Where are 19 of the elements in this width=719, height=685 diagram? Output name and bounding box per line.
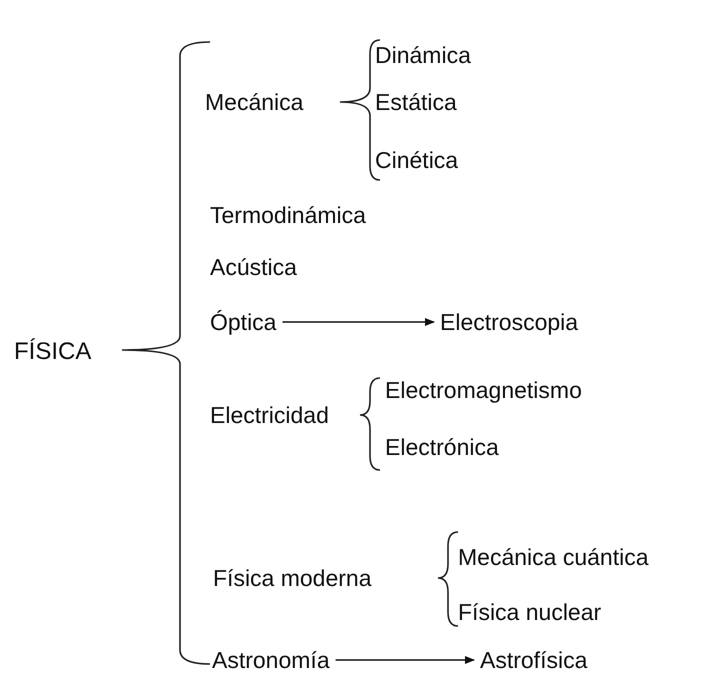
- arrow: [336, 656, 475, 664]
- topic-text: Astronomía: [212, 646, 330, 674]
- topic-text: Física nuclear: [458, 598, 602, 626]
- topic-text: Electricidad: [210, 402, 329, 428]
- topic-text: Termodinámica: [210, 202, 366, 228]
- topic-text: Electromagnetismo: [385, 376, 582, 404]
- arrow: [282, 318, 435, 326]
- topic-text: Mecánica: [205, 88, 304, 116]
- root-topic: FÍSICA: [14, 338, 92, 366]
- topic-text: Física moderna: [213, 564, 372, 592]
- topic-text: Electroscopia: [440, 308, 578, 336]
- topic-text: Acústica: [210, 254, 297, 280]
- topic-text: Electrónica: [385, 434, 499, 460]
- topic-text: Cinética: [375, 146, 458, 174]
- topic-text: Dinámica: [375, 42, 471, 68]
- topic-text: Estática: [375, 88, 457, 116]
- topic-text: Astrofísica: [480, 646, 588, 674]
- topic-text: Óptica: [210, 308, 276, 336]
- topic-text: Mecánica cuántica: [458, 544, 648, 570]
